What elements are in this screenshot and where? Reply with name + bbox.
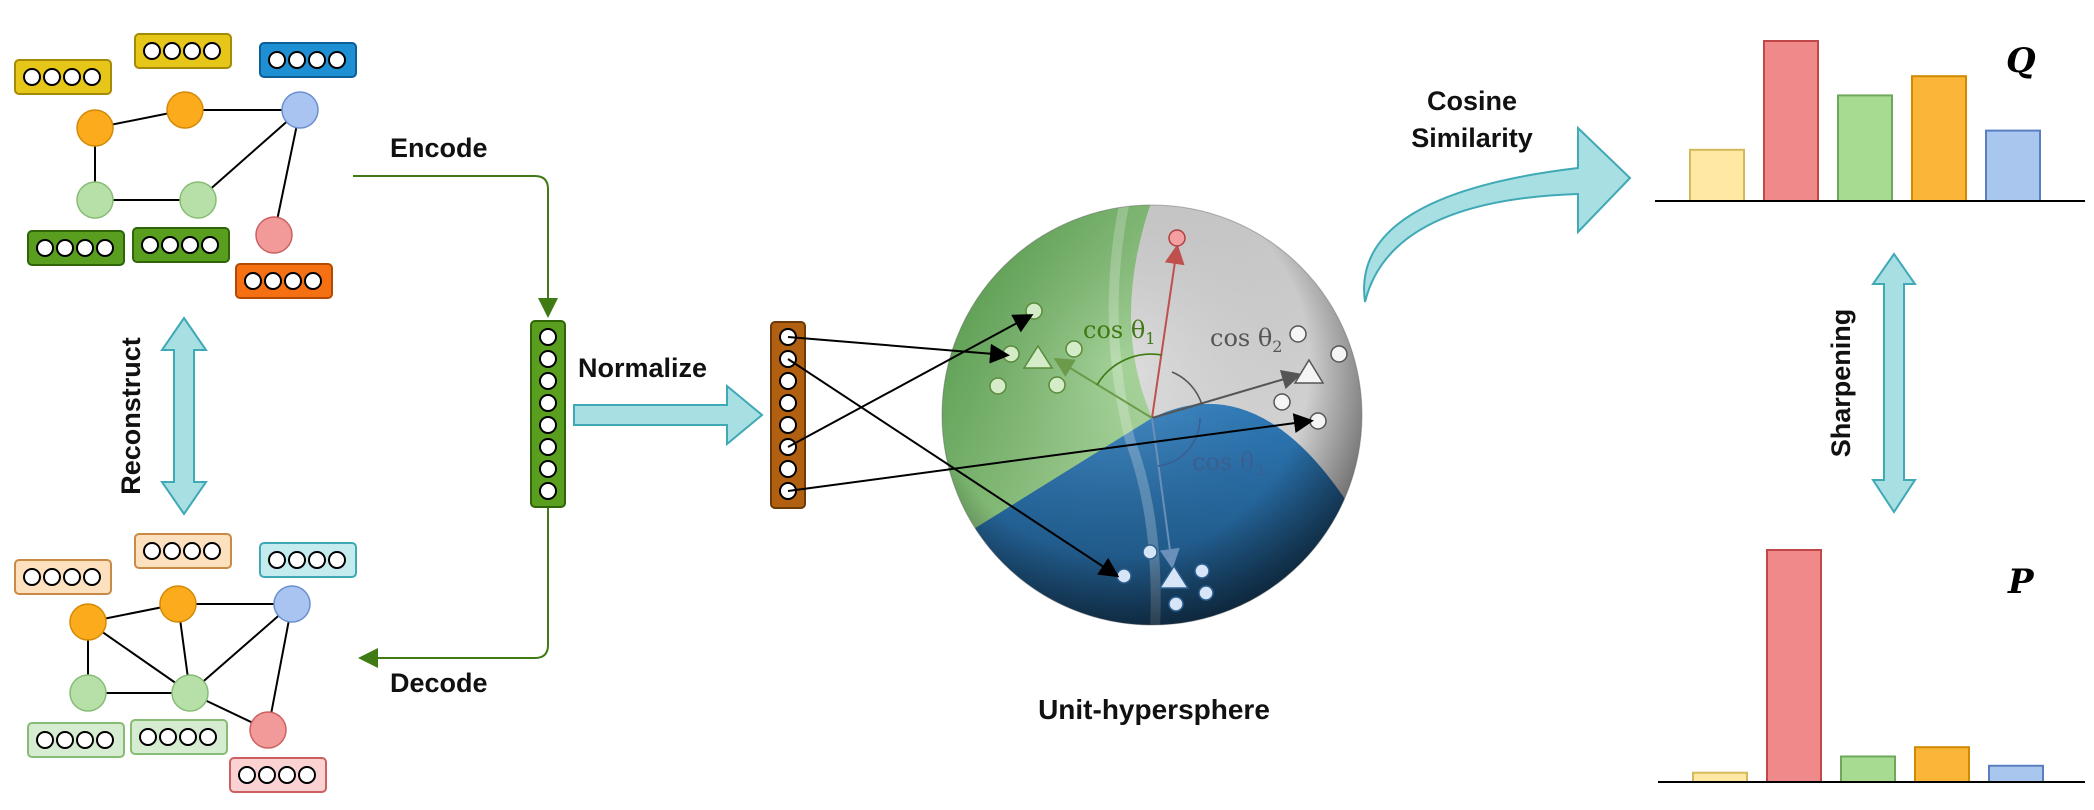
feature-vector xyxy=(229,757,327,793)
feature-vector xyxy=(134,533,232,569)
encode-label: Encode xyxy=(390,133,488,163)
q-distribution-chart xyxy=(1655,40,2085,203)
feature-vector xyxy=(134,33,232,69)
cosine-similarity-arrow xyxy=(1363,125,1632,303)
projection-arrows xyxy=(787,314,1314,578)
bar xyxy=(1911,75,1967,202)
cos-theta2-label: cos θ xyxy=(1210,324,1272,352)
cos-theta3-sub: 3 xyxy=(1254,461,1264,480)
sharpening-arrow xyxy=(1871,252,1917,514)
cosine-label-line1: Cosine xyxy=(1427,86,1517,116)
feature-vector xyxy=(259,542,357,578)
graph-node xyxy=(69,603,107,641)
p-chart-title: P xyxy=(2007,562,2035,602)
bar xyxy=(1985,129,2041,203)
bar xyxy=(1988,764,2044,784)
cosine-label-line2: Similarity xyxy=(1411,123,1533,153)
bar xyxy=(1689,148,1745,203)
feature-vector xyxy=(14,59,112,95)
decode-connector xyxy=(358,506,549,668)
svg-text:cos θ1: cos θ1 xyxy=(1083,316,1155,348)
feature-vector xyxy=(14,559,112,595)
sphere-label: Unit-hypersphere xyxy=(1038,694,1270,725)
feature-vector xyxy=(259,42,357,78)
svg-text:cos θ2: cos θ2 xyxy=(1210,324,1282,356)
feature-vector xyxy=(27,230,125,266)
bar xyxy=(1766,549,1822,783)
graph-node xyxy=(249,711,287,749)
graph-node xyxy=(76,109,114,147)
cos-theta2-sub: 2 xyxy=(1272,337,1282,356)
graph-node xyxy=(159,585,197,623)
red-centroid-point xyxy=(1168,229,1186,247)
graph-node xyxy=(76,181,114,219)
embedding-vector xyxy=(530,320,566,508)
bar xyxy=(1837,94,1893,202)
graph-node xyxy=(281,91,319,129)
input-graph xyxy=(14,33,357,299)
feature-vector xyxy=(132,227,230,263)
decode-label: Decode xyxy=(390,668,488,698)
feature-vector xyxy=(235,263,333,299)
reconstructed-graph xyxy=(14,533,357,793)
normalized-vector xyxy=(770,321,806,509)
cos-theta1-sub: 1 xyxy=(1145,329,1155,348)
reconstruct-arrow xyxy=(160,316,208,516)
feature-vector xyxy=(27,722,125,758)
feature-vector xyxy=(130,719,228,755)
bar xyxy=(1914,746,1970,784)
sharpening-label: Sharpening xyxy=(1826,309,1856,458)
q-chart-title: Q xyxy=(2006,41,2036,81)
graph-node xyxy=(255,216,293,254)
cos-theta3-label: cos θ xyxy=(1192,448,1254,476)
graph-node xyxy=(166,91,204,129)
normalize-label: Normalize xyxy=(578,353,707,383)
graph-node xyxy=(69,674,107,712)
bar xyxy=(1763,40,1819,202)
graph-node xyxy=(273,585,311,623)
unit-hypersphere: cos θ1 cos θ2 cos θ3 xyxy=(941,204,1363,626)
reconstruct-label: Reconstruct xyxy=(116,337,146,495)
normalize-arrow xyxy=(573,383,764,447)
graph-node xyxy=(179,181,217,219)
bar xyxy=(1840,755,1896,783)
cos-theta1-label: cos θ xyxy=(1083,316,1145,344)
encode-connector xyxy=(353,175,558,318)
bar xyxy=(1692,771,1748,783)
graph-node xyxy=(171,674,209,712)
svg-text:cos θ3: cos θ3 xyxy=(1192,448,1264,480)
p-distribution-chart xyxy=(1658,549,2085,784)
